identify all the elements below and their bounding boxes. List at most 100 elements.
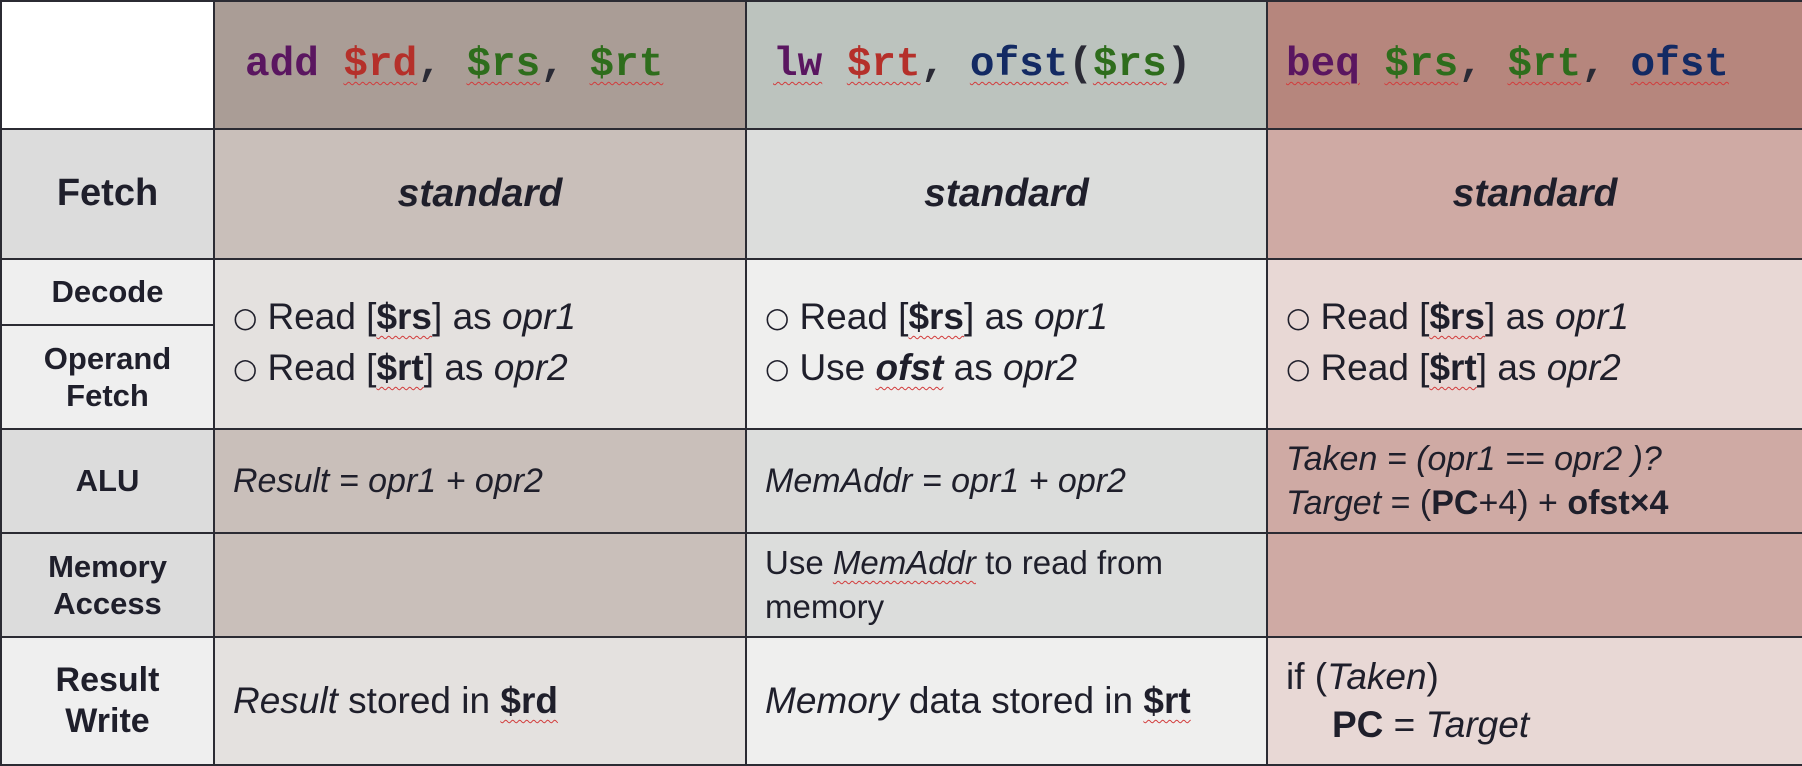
lw-mnemonic: lw xyxy=(773,42,823,88)
fetch-add: standard xyxy=(213,128,747,260)
operand: opr2 xyxy=(1546,347,1621,388)
bullet-icon: ○ xyxy=(233,352,258,385)
alu-add: Result = opr1 + opr2 xyxy=(213,428,747,534)
beq-mnemonic: beq xyxy=(1286,42,1360,88)
decode-lw: ○Read [$rs] as opr1 ○Use ofst as opr2 xyxy=(745,258,1268,430)
reg: $rt xyxy=(376,347,424,388)
decode-add-line-1: ○Read [$rs] as opr1 xyxy=(233,293,745,344)
decode-add: ○Read [$rs] as opr1 ○Read [$rt] as opr2 xyxy=(213,258,747,430)
decode-add-line-2: ○ Read [$rt] as opr2 xyxy=(233,344,745,395)
alu-beq: Taken = (opr1 == opr2 )? Target = (PC+4)… xyxy=(1266,428,1802,534)
decode-lw-line-2: ○Use ofst as opr2 xyxy=(765,344,1266,395)
result-word: Result xyxy=(233,680,338,721)
ofst-times-4: ofst×4 xyxy=(1567,484,1669,522)
stage-text: Memory xyxy=(48,548,167,584)
lw-rs: $rs xyxy=(1092,42,1167,88)
taken-label: Taken xyxy=(1286,440,1378,478)
header-row: add $rd, $rs, $rt lw $rt, ofst($rs) beq … xyxy=(0,0,1802,130)
decode-beq-line-2: ○Read [$rt] as opr2 xyxy=(1286,344,1802,395)
text: Read [ xyxy=(799,296,909,337)
stage-text: Fetch xyxy=(66,378,149,413)
stage-text: Write xyxy=(65,702,150,740)
add-rt: $rt xyxy=(589,42,664,88)
pc: PC xyxy=(1332,704,1384,745)
beq-ofst: ofst xyxy=(1630,42,1729,88)
text: Read [ xyxy=(1320,347,1430,388)
bullet-icon: ○ xyxy=(1286,352,1311,385)
beq-rt: $rt xyxy=(1507,42,1582,88)
bullet-icon: ○ xyxy=(765,301,790,334)
operand: opr2 xyxy=(493,347,568,388)
reg: $rd xyxy=(500,680,558,721)
text: Use xyxy=(799,347,876,388)
stage-text: Access xyxy=(53,586,162,621)
decode-row: Decode ○Read [$rs] as opr1 ○Read [$rt] a… xyxy=(0,258,1802,430)
operand: opr1 xyxy=(501,296,576,337)
comma: , xyxy=(417,42,442,88)
reg: $rt xyxy=(1143,680,1191,721)
add-mnemonic: add xyxy=(245,42,319,88)
header-beq: beq $rs, $rt, ofst xyxy=(1266,0,1802,130)
add-rs: $rs xyxy=(466,42,541,88)
text: ] as xyxy=(1485,296,1555,337)
text: Read [ xyxy=(1320,296,1430,337)
result-beq: if (Taken) PC = Target xyxy=(1266,636,1802,766)
text: ] as xyxy=(423,347,494,388)
decode-beq: ○Read [$rs] as opr1 ○Read [$rt] as opr2 xyxy=(1266,258,1802,430)
text: data stored in xyxy=(898,680,1144,721)
text: to read from xyxy=(975,544,1163,581)
text: = xyxy=(1383,704,1426,745)
header-add: add $rd, $rs, $rt xyxy=(213,0,747,130)
stage-fetch: Fetch xyxy=(0,128,215,260)
alu-row: ALU Result = opr1 + opr2 MemAddr = opr1 … xyxy=(0,428,1802,534)
text: stored in xyxy=(337,680,501,721)
reg: $rs xyxy=(1429,296,1486,337)
fetch-lw: standard xyxy=(745,128,1268,260)
text: Use xyxy=(765,544,833,581)
paren-open: ( xyxy=(1068,42,1093,88)
beq-rs: $rs xyxy=(1384,42,1459,88)
taken-expr: = (opr1 == opr2 )? xyxy=(1377,440,1662,478)
memory-beq xyxy=(1266,532,1802,638)
bullet-icon: ○ xyxy=(1286,301,1311,334)
target-label: Target xyxy=(1286,484,1382,522)
bullet-icon: ○ xyxy=(765,352,790,385)
stage-decode: Decode xyxy=(0,258,215,326)
stage-text: Operand xyxy=(43,340,172,376)
comma: , xyxy=(1458,42,1483,88)
lw-rt: $rt xyxy=(846,42,921,88)
result-lw: Memory data stored in $rt xyxy=(745,636,1268,766)
reg: $rs xyxy=(908,296,965,337)
text: Read [ xyxy=(267,347,377,388)
alu-lw: MemAddr = opr1 + opr2 xyxy=(745,428,1268,534)
comma: , xyxy=(1581,42,1606,88)
decode-beq-line-1: ○ Read [$rs] as opr1 xyxy=(1286,293,1802,344)
comma: , xyxy=(540,42,565,88)
text: Read [ xyxy=(267,296,377,337)
text: ] as xyxy=(432,296,502,337)
operand: opr1 xyxy=(1554,296,1629,337)
corner-cell xyxy=(0,0,215,130)
offset: ofst xyxy=(875,347,944,388)
memaddr: MemAddr xyxy=(832,544,976,581)
taken: Taken xyxy=(1327,656,1427,697)
fetch-beq: standard xyxy=(1266,128,1802,260)
target: Target xyxy=(1425,704,1530,745)
decode-lw-line-1: ○Read [$rs] as opr1 xyxy=(765,293,1266,344)
text: as xyxy=(943,347,1003,388)
text: ] as xyxy=(1476,347,1547,388)
memory-word: Memory xyxy=(765,680,899,721)
add-rd: $rd xyxy=(343,42,418,88)
stage-text: Result xyxy=(55,661,160,700)
paren-close: ) xyxy=(1166,42,1192,88)
memory-add xyxy=(213,532,747,638)
text: if ( xyxy=(1286,656,1328,697)
stage-alu: ALU xyxy=(0,428,215,534)
fetch-row: Fetch standard standard standard xyxy=(0,128,1802,260)
